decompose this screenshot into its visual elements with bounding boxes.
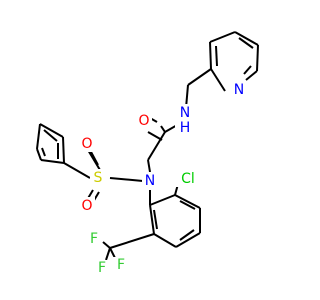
bond [209,41,212,70]
bond [109,177,144,182]
atom-label: F [98,260,106,276]
bond [256,44,259,72]
pyridine-nitrogen: N [230,82,246,98]
chlorine: Cl [176,171,200,187]
molecule-drawing: N N H N O O O S Cl [36,31,259,276]
bond [43,129,58,142]
bond [160,125,166,133]
bond [234,31,259,46]
structure-diagram: N N H N O O O S Cl [36,31,259,276]
sulfonyl-oxygen-top: O [79,136,95,152]
atom-label: N [145,173,155,189]
atom-label: F [117,257,125,273]
bond [179,200,196,210]
amide-nitrogen: N H [175,104,195,136]
bond [36,123,41,150]
bond [147,159,151,173]
bond [41,147,46,157]
carbonyl-oxygen: O [136,113,152,129]
bond [149,194,176,206]
bond [89,149,99,166]
atom-label: N [180,105,190,121]
bond [147,131,163,141]
atom-label: O [81,198,92,214]
bond [147,131,166,161]
sulfur: S [90,169,106,187]
fluorine-bottom-right: F [113,257,129,273]
bond [209,31,236,43]
bond [243,65,252,75]
atom-label: Cl [181,171,195,187]
bond [39,123,64,138]
bond [187,68,212,86]
atom-label: N [234,82,244,98]
sulfonamide-nitrogen: N [142,172,158,190]
bond [102,241,111,249]
bond [175,232,201,248]
bond [174,194,201,209]
bond [153,233,177,248]
atom-label: O [81,136,92,152]
bond [153,209,158,230]
bonds [36,31,259,261]
bond [62,136,65,164]
bond [149,204,155,235]
bond [238,37,254,49]
atom-labels: N N H N O O O S Cl [79,82,246,276]
fluorine-bottom-left: F [94,260,110,276]
bond [87,149,101,171]
fluorine-left: F [86,231,102,247]
bond [215,45,218,67]
bond [63,162,91,179]
sulfonyl-oxygen-bottom: O [79,197,95,214]
bond [40,159,65,164]
bond [210,68,226,92]
bond [36,148,42,161]
atom-label: S [94,170,103,186]
atom-label: O [138,113,149,129]
bond [179,229,195,241]
bond [245,70,258,81]
bond [109,233,155,249]
bond [109,247,116,259]
atom-label: F [90,231,98,247]
bond [105,247,111,261]
atom-label: H [180,120,191,136]
